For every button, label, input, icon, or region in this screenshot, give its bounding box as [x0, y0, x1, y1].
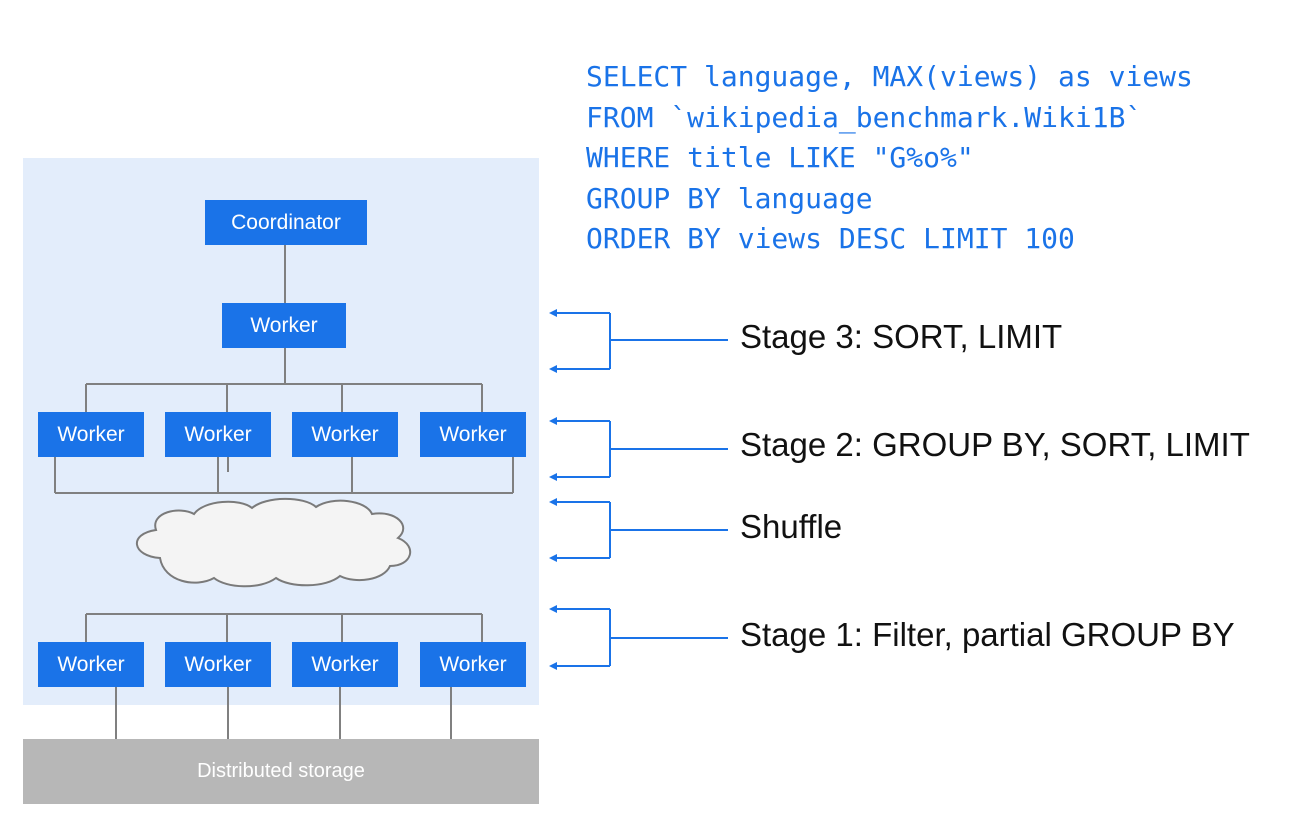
- stage2-worker-box: Worker: [292, 412, 398, 457]
- shuffle-label: Shuffle: [740, 508, 843, 545]
- stage1-worker-box: Worker: [38, 642, 144, 687]
- stage1-worker-box: Worker: [420, 642, 526, 687]
- coordinator-box: Coordinator: [205, 200, 367, 245]
- sql-line: GROUP BY language: [586, 181, 873, 215]
- stage1-worker-box: Worker: [165, 642, 271, 687]
- sql-line: WHERE title LIKE "G%o%": [586, 141, 974, 174]
- distributed-storage-block: Distributed storage: [23, 739, 539, 804]
- stage3-label: Stage 3: SORT, LIMIT: [740, 318, 1063, 355]
- shuffle-cloud-icon: [135, 497, 412, 588]
- stage3-worker-box: Worker: [222, 303, 346, 348]
- sql-query: SELECT language, MAX(views) as views FRO…: [586, 57, 1193, 260]
- stage1-worker-box: Worker: [292, 642, 398, 687]
- stage2-worker-box: Worker: [165, 412, 271, 457]
- stage2-worker-box: Worker: [420, 412, 526, 457]
- sql-line: FROM `wikipedia_benchmark.Wiki1B`: [586, 100, 1143, 134]
- stage2-label: Stage 2: GROUP BY, SORT, LIMIT: [740, 426, 1250, 463]
- sql-line: ORDER BY views DESC LIMIT 100: [586, 222, 1075, 255]
- sql-line: SELECT language, MAX(views) as views: [586, 60, 1193, 93]
- stage1-label: Stage 1: Filter, partial GROUP BY: [740, 616, 1235, 653]
- stage2-worker-box: Worker: [38, 412, 144, 457]
